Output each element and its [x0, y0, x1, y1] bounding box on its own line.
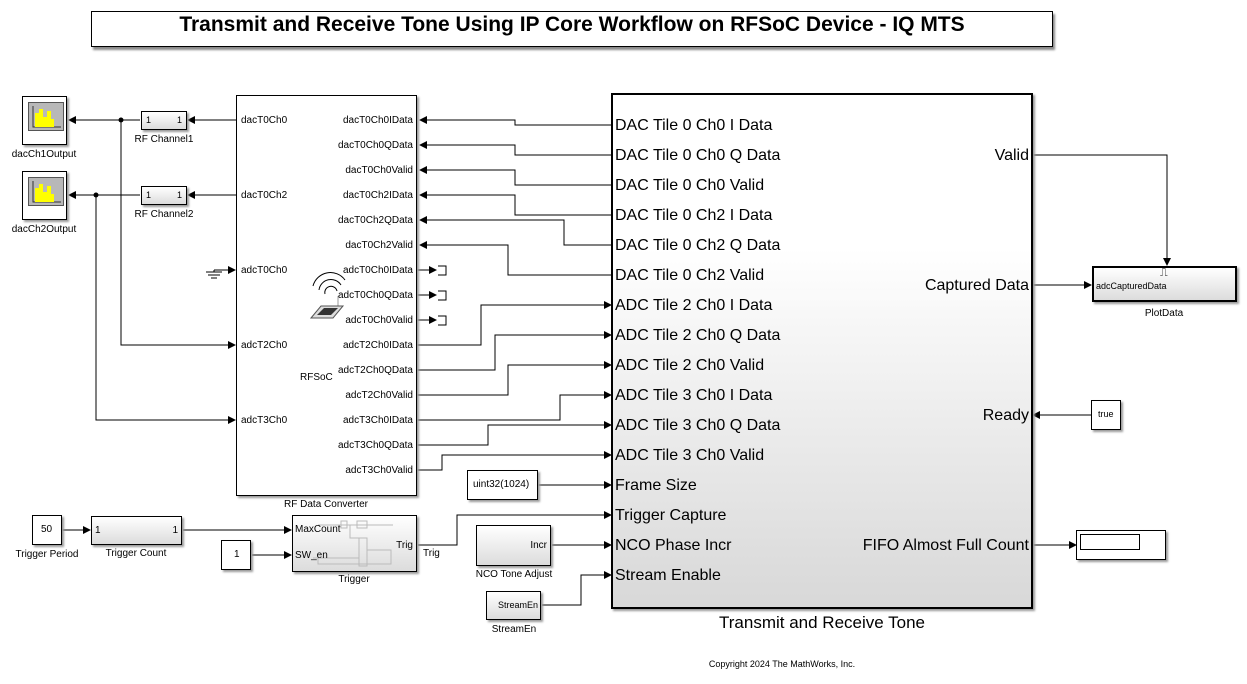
- fifo-display-block[interactable]: [1076, 530, 1166, 560]
- title-annotation: Transmit and Receive Tone Using IP Core …: [91, 11, 1053, 47]
- trigger-count-block[interactable]: 1 1: [91, 516, 182, 545]
- rf-channel2-label: RF Channel2: [134, 209, 194, 220]
- rfsoc-antenna-icon: [309, 272, 346, 319]
- sw-en-constant[interactable]: 1: [221, 540, 251, 570]
- display-value: [1080, 534, 1140, 550]
- port-label: adcT3Ch0: [241, 415, 288, 426]
- port-label: dacT0Ch2IData: [342, 190, 413, 201]
- subsystem-preview-icon: [313, 520, 393, 567]
- port-label: dacT0Ch0: [241, 115, 288, 126]
- port-fifo: FIFO Almost Full Count: [862, 537, 1029, 554]
- nco-tone-adjust-block[interactable]: Incr: [476, 525, 551, 566]
- plotdata-block[interactable]: ⎍ adcCapturedData: [1092, 266, 1237, 302]
- input-port-label: DAC Tile 0 Ch0 Valid: [615, 177, 765, 194]
- input-port-label: DAC Tile 0 Ch0 I Data: [615, 117, 773, 134]
- port-ready: Ready: [982, 407, 1029, 424]
- port-label: adcT3Ch0Valid: [345, 465, 413, 476]
- plotdata-label: PlotData: [1144, 308, 1184, 319]
- input-port-label: ADC Tile 3 Ch0 I Data: [615, 387, 773, 404]
- port-label: dacT0Ch0QData: [337, 140, 413, 151]
- frame-size-constant[interactable]: uint32(1024): [467, 470, 538, 500]
- port-label: adcCapturedData: [1096, 281, 1167, 291]
- port-captured-data: Captured Data: [924, 277, 1029, 294]
- input-port-label: DAC Tile 0 Ch2 I Data: [615, 207, 773, 224]
- rf-channel2-block[interactable]: 1 1: [141, 186, 187, 205]
- dut-label: Transmit and Receive Tone: [719, 613, 925, 632]
- port-label: adcT3Ch0IData: [342, 415, 413, 426]
- input-port-label: NCO Phase Incr: [615, 537, 732, 554]
- scope-dacch1output[interactable]: [22, 96, 67, 145]
- port-label: adcT2Ch0: [241, 340, 288, 351]
- port-label: adcT2Ch0QData: [337, 365, 413, 376]
- scope-label: dacCh2Output: [11, 224, 77, 235]
- scope-dacch2output[interactable]: [22, 171, 67, 220]
- wire-loop-t2: [120, 120, 236, 349]
- rfdc-label: RF Data Converter: [284, 499, 368, 510]
- port-label: adcT0Ch0QData: [337, 290, 413, 301]
- spectrum-scope-icon: [28, 102, 64, 131]
- rf-data-converter-block[interactable]: dacT0Ch0 dacT0Ch2 adcT0Ch0 adcT2Ch0 adcT…: [236, 95, 417, 496]
- wire-loop-t3: [95, 195, 236, 424]
- rfsoc-label: RFSoC: [300, 372, 333, 383]
- input-port-label: ADC Tile 2 Ch0 Valid: [615, 357, 765, 374]
- input-port-label: ADC Tile 3 Ch0 Q Data: [615, 417, 781, 434]
- port-label: adcT0Ch0Valid: [345, 315, 413, 326]
- trigger-icon: ⎍: [1160, 267, 1168, 279]
- copyright-annotation: Copyright 2024 The MathWorks, Inc.: [708, 659, 856, 669]
- port-label: adcT0Ch0IData: [342, 265, 413, 276]
- streamen-label: StreamEn: [491, 624, 537, 635]
- port-label: dacT0Ch0IData: [342, 115, 413, 126]
- streamen-block[interactable]: StreamEn: [486, 591, 541, 620]
- trigger-period-label: Trigger Period: [15, 549, 79, 560]
- trigger-count-label: Trigger Count: [105, 548, 167, 559]
- port-label: dacT0Ch2Valid: [345, 240, 413, 251]
- input-port-label: Stream Enable: [615, 567, 721, 584]
- input-port-label: ADC Tile 2 Ch0 I Data: [615, 297, 773, 314]
- scope-label: dacCh1Output: [11, 149, 77, 160]
- input-port-label: ADC Tile 3 Ch0 Valid: [615, 447, 765, 464]
- trigger-period-constant[interactable]: 50: [32, 515, 62, 545]
- input-port-label: Trigger Capture: [615, 507, 727, 524]
- input-port-label: DAC Tile 0 Ch2 Valid: [615, 267, 765, 284]
- port-label: adcT2Ch0Valid: [345, 390, 413, 401]
- trig-signal-label: Trig: [423, 548, 440, 559]
- port-label: dacT0Ch2: [241, 190, 288, 201]
- input-port-label: Frame Size: [615, 477, 697, 494]
- port-label: adcT0Ch0: [241, 265, 288, 276]
- port-label: dacT0Ch0Valid: [345, 165, 413, 176]
- port-valid: Valid: [994, 147, 1029, 164]
- true-constant-block[interactable]: true: [1091, 400, 1121, 430]
- input-port-label: DAC Tile 0 Ch2 Q Data: [615, 237, 781, 254]
- input-port-label: ADC Tile 2 Ch0 Q Data: [615, 327, 781, 344]
- input-port-label: DAC Tile 0 Ch0 Q Data: [615, 147, 781, 164]
- trigger-label: Trigger: [338, 574, 370, 585]
- trigger-subsystem[interactable]: MaxCount SW_en Trig: [292, 515, 417, 572]
- nco-label: NCO Tone Adjust: [475, 569, 553, 580]
- spectrum-scope-icon: [28, 177, 64, 206]
- rf-channel1-label: RF Channel1: [134, 134, 194, 145]
- port-label: dacT0Ch2QData: [337, 215, 413, 226]
- rf-channel1-block[interactable]: 1 1: [141, 111, 187, 130]
- port-label: adcT3Ch0QData: [337, 440, 413, 451]
- model-title: Transmit and Receive Tone Using IP Core …: [179, 13, 965, 36]
- port-label: adcT2Ch0IData: [342, 340, 413, 351]
